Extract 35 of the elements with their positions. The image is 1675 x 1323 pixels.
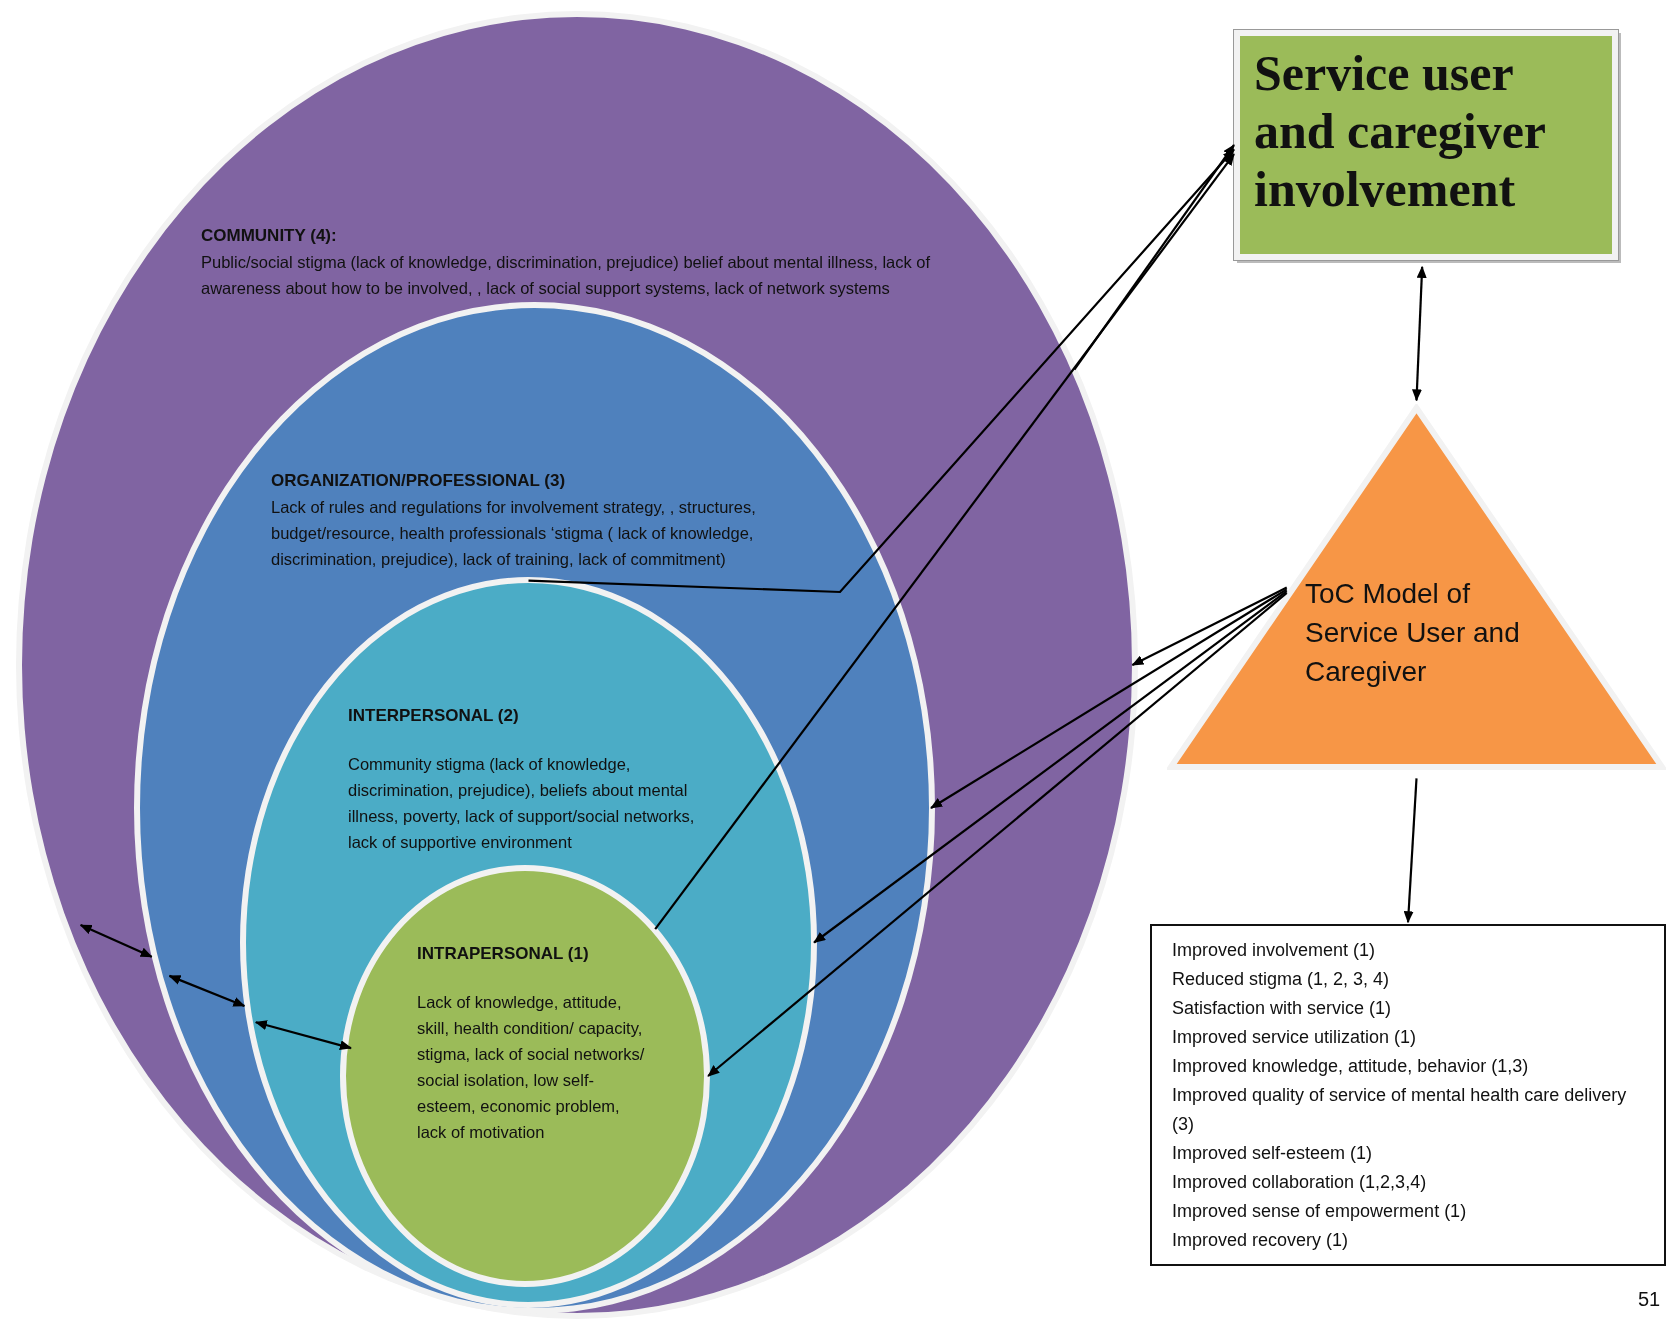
outcome-item: Satisfaction with service (1) [1172,997,1393,1020]
arrow [930,588,1288,809]
arrow [707,592,1288,1077]
arrow [1403,778,1418,924]
model-title: ToC Model of Service User and Caregiver [1305,577,1521,689]
outcome-item: Improved quality of service of mental health care delivery (3) [1172,1084,1628,1136]
arrow [813,590,1288,944]
outcome-item: Improved recovery (1) [1172,1229,1350,1252]
level-heading: INTRAPERSONAL (1) [417,943,590,965]
level-heading: ORGANIZATION/PROFESSIONAL (3) [271,470,567,492]
arrow [79,924,153,958]
arrow [254,1020,352,1051]
arrow [528,148,1235,594]
outcome-list-box [1150,924,1666,1266]
arrow [168,974,246,1007]
level-description: Lack of knowledge, attitude, skill, health condition/ capacity, stigma, lack of social networks/ social isolation, low self-esteem, economic problem, lack of motivation [417,992,646,1143]
level-description: Community stigma (lack of knowledge, discrimination, prejudice), beliefs about mental illness, poverty, lack of support/social networks, lack of supportive environment [348,754,696,853]
page-number: 51 [1638,1288,1661,1311]
outcome-item: Improved collaboration (1,2,3,4) [1172,1171,1428,1194]
level-heading: COMMUNITY (4): [201,225,338,247]
arrow [654,153,1235,930]
outcome-item: Improved self-esteem (1) [1172,1142,1374,1165]
outcome-item: Improved knowledge, attitude, behavior (1,3) [1172,1055,1530,1078]
arrow [1131,586,1288,666]
goal-box: Service user and caregiver involvement [1234,30,1618,260]
arrow [1411,265,1427,402]
outcome-item: Improved sense of empowerment (1) [1172,1200,1468,1223]
level-heading: INTERPERSONAL (2) [348,705,520,727]
arrow [1073,144,1235,371]
model-triangle [1167,404,1666,771]
outcome-item: Improved involvement (1) [1172,939,1377,962]
level-description: Lack of rules and regulations for involvement strategy, , structures, budget/resource, health professionals ‘stigma ( lack of knowledge, discrimination, prejudice), lack of training, lack of commitment) [271,497,757,570]
outcome-item: Improved service utilization (1) [1172,1026,1418,1049]
outcome-item: Reduced stigma (1, 2, 3, 4) [1172,968,1391,991]
level-description: Public/social stigma (lack of knowledge, discrimination, prejudice) belief about mental illness, lack of awareness about how to be involved, , lack of social support systems, lack of network systems [201,252,932,299]
